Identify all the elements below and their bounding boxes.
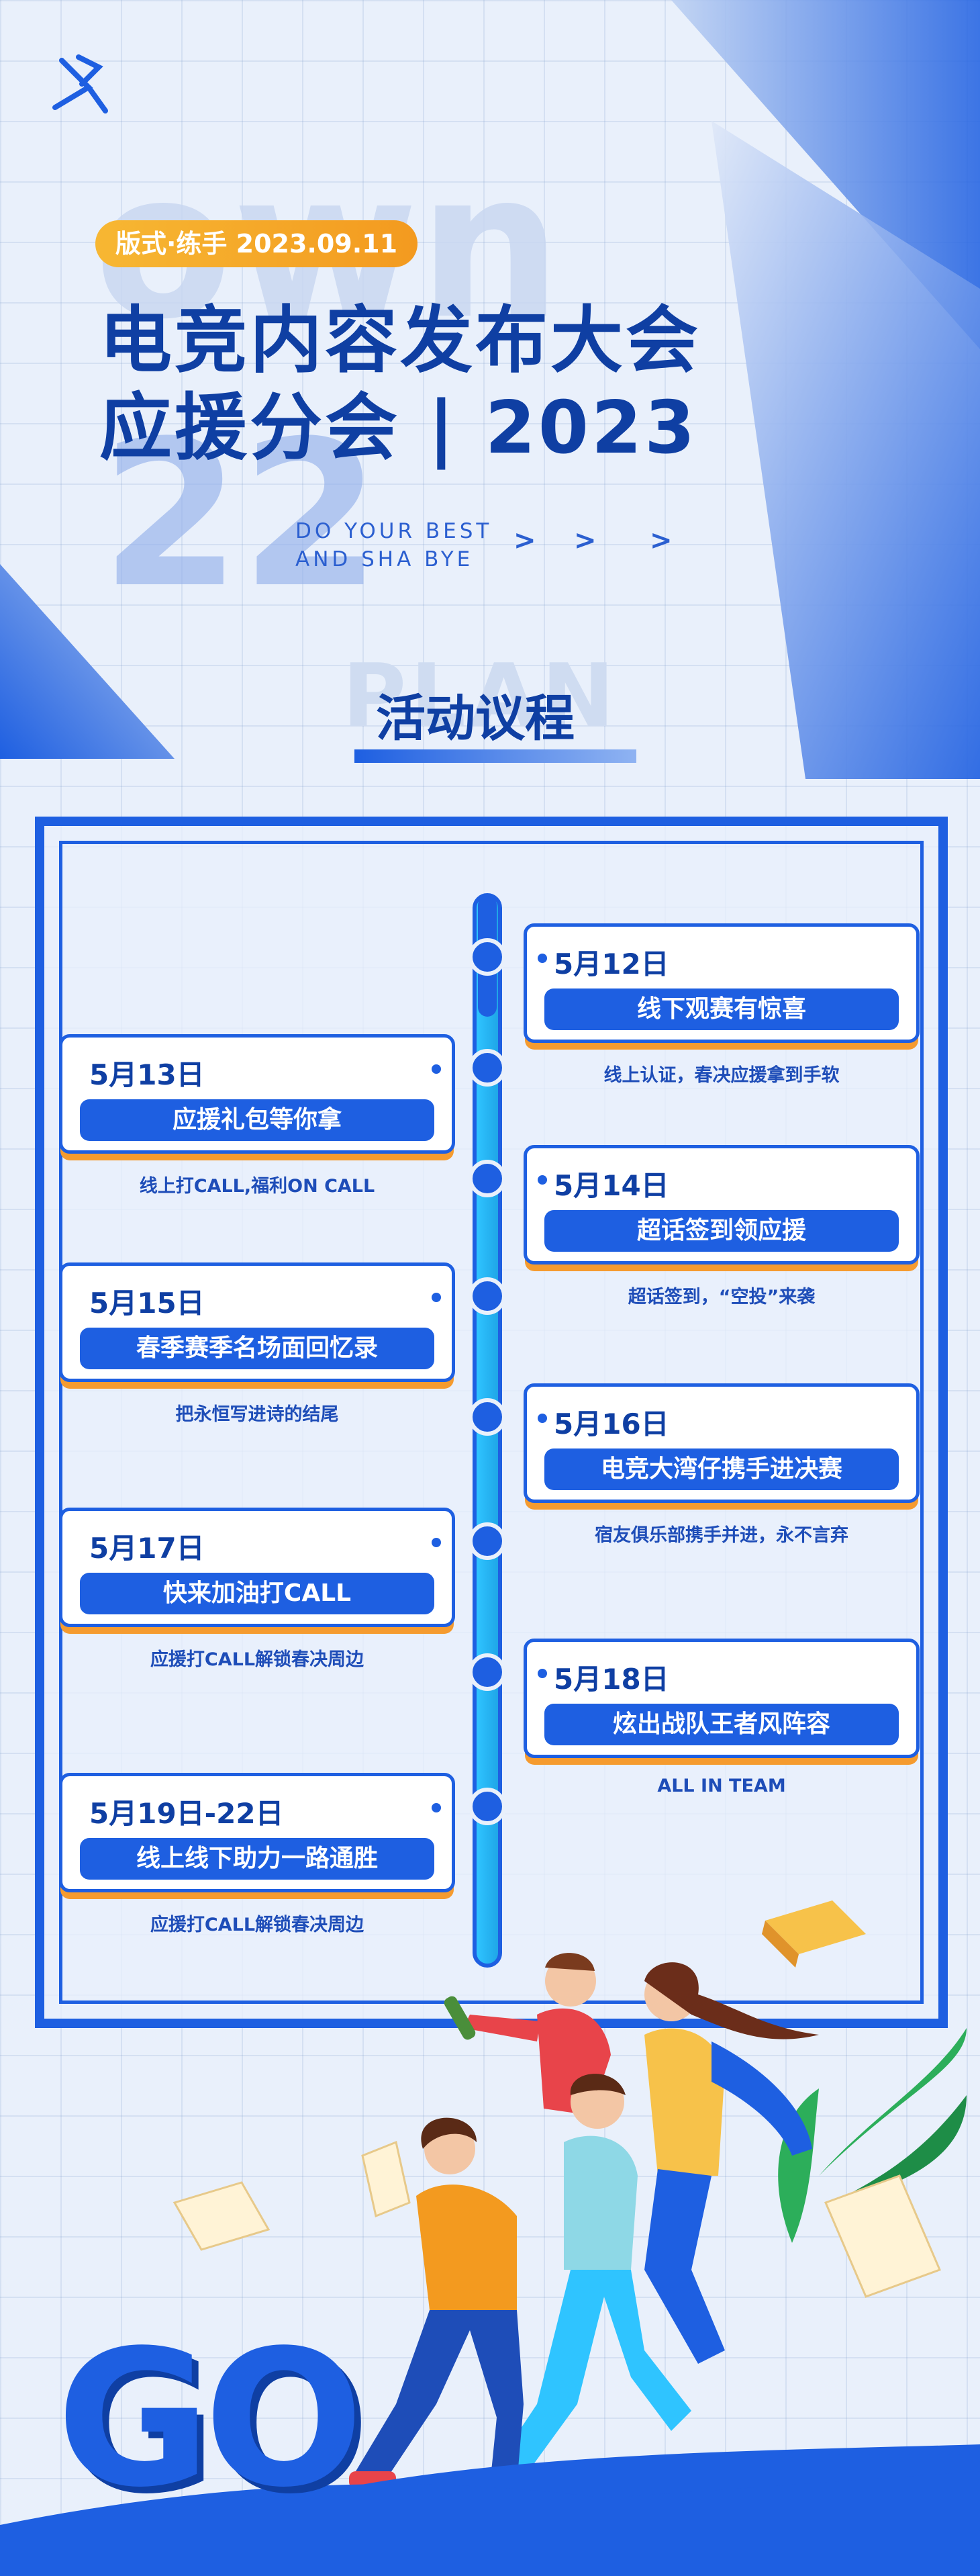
agenda-card: 5月13日应援礼包等你拿 (59, 1034, 455, 1154)
connector-dot (432, 1803, 441, 1812)
go-text: GO (56, 2310, 364, 2529)
agenda-date: 5月13日 (89, 1058, 205, 1091)
connector-dot (432, 1538, 441, 1547)
svg-text:22: 22 (101, 398, 381, 632)
agenda-card: 5月15日春季赛季名场面回忆录 (59, 1262, 455, 1382)
agenda-inner-frame (59, 841, 924, 2004)
connector-dot (432, 1293, 441, 1302)
agenda-event: 线下观赛有惊喜 (544, 988, 899, 1030)
timeline-dot (469, 938, 506, 976)
agenda-date: 5月16日 (554, 1408, 669, 1440)
agenda-note: 应援打CALL解锁春决周边 (150, 1649, 364, 1670)
timeline-dot (469, 1522, 506, 1560)
agenda-card: 5月17日快来加油打CALL (59, 1508, 455, 1627)
agenda-event: 炫出战队王者风阵容 (544, 1704, 899, 1745)
agenda-note: 把永恒写进诗的结尾 (175, 1404, 339, 1425)
timeline-dot (469, 1049, 506, 1087)
agenda-event: 超话签到领应援 (544, 1210, 899, 1252)
brand-logo-icon (52, 54, 108, 113)
connector-dot (538, 1414, 547, 1423)
agenda-note: 超话签到，“空投”来袭 (628, 1287, 816, 1307)
ground-wave (0, 2471, 980, 2576)
connector-dot (538, 954, 547, 963)
timeline-dot (469, 1398, 506, 1436)
header-decoration: own 22 (0, 0, 980, 779)
date-tag: 版式·练手 2023.09.11 (95, 220, 418, 267)
agenda-note: 线上认证，春决应援拿到手软 (603, 1065, 840, 1086)
section-title: 活动议程 (376, 690, 575, 747)
timeline-dot (469, 1277, 506, 1315)
agenda-note: 宿友俱乐部携手并进，永不言弃 (595, 1525, 848, 1546)
paper-sheet-icon (173, 2181, 271, 2251)
plan-watermark: PLAN (342, 645, 619, 747)
agenda-event: 线上线下助力一路通胜 (80, 1838, 434, 1880)
connector-dot (538, 1669, 547, 1678)
chevron-right-icon: > (650, 525, 673, 556)
agenda-date: 5月17日 (89, 1532, 205, 1565)
agenda-date: 5月18日 (554, 1663, 669, 1696)
agenda-date: 5月12日 (554, 948, 669, 980)
chevron-right-icon: > (513, 525, 536, 556)
event-title-line1: 电竞内容发布大会 (99, 299, 701, 383)
agenda-note: 线上打CALL,福利ON CALL (139, 1176, 375, 1197)
agenda-event: 春季赛季名场面回忆录 (80, 1328, 434, 1369)
agenda-card: 5月14日超话签到领应援 (524, 1145, 920, 1264)
slogan-line2: AND SHA BYE (295, 547, 474, 571)
timeline-dot (469, 1160, 506, 1197)
agenda-card: 5月16日电竞大湾仔携手进决赛 (524, 1383, 920, 1503)
agenda-date: 5月14日 (554, 1169, 669, 1202)
section-underline (354, 749, 636, 763)
agenda-date: 5月19日-22日 (89, 1797, 284, 1830)
agenda-note: ALL IN TEAM (657, 1776, 786, 1796)
agenda-event: 应援礼包等你拿 (80, 1099, 434, 1141)
event-title-line2: 应援分会 | 2023 (99, 386, 698, 470)
agenda-note: 应援打CALL解锁春决周边 (150, 1915, 364, 1935)
slogan-line1: DO YOUR BEST (295, 519, 493, 543)
timeline-dot (469, 1653, 506, 1691)
agenda-date: 5月15日 (89, 1287, 205, 1320)
agenda-card: 5月19日-22日线上线下助力一路通胜 (59, 1773, 455, 1892)
agenda-event: 电竞大湾仔携手进决赛 (544, 1448, 899, 1490)
agenda-card: 5月12日线下观赛有惊喜 (524, 923, 920, 1043)
timeline-dot (469, 1788, 506, 1825)
agenda-event: 快来加油打CALL (80, 1573, 434, 1614)
connector-dot (538, 1175, 547, 1185)
connector-dot (432, 1064, 441, 1074)
agenda-card: 5月18日炫出战队王者风阵容 (524, 1639, 920, 1758)
chevron-right-icon: > (574, 525, 597, 556)
